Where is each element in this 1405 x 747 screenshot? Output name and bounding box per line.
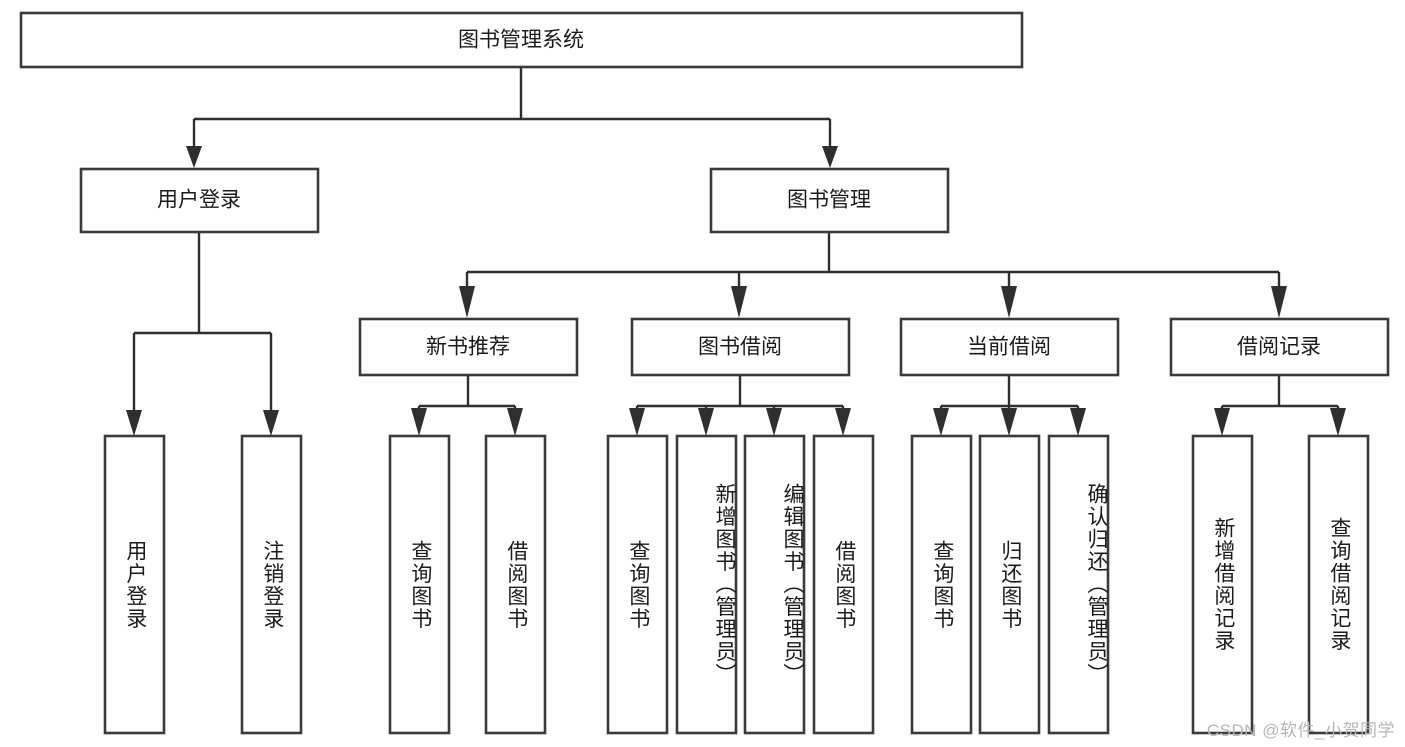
node-current-borrow[interactable]: 当前借阅 [899,317,1120,377]
arrow-head-leaf-logout-login [263,410,279,436]
node-borrow-record-label: 借阅记录 [1237,336,1321,359]
arrow-head-leaf-edit-book [766,408,782,436]
csdn-watermark: CSDN @软件_小贺同学 [1206,721,1395,740]
arrow-head-book-manage [822,146,838,168]
arrow-head-leaf-query-book-3 [933,408,949,436]
arrow-head-leaf-return-book [1001,408,1017,436]
leaf-node-layer [103,434,1370,735]
node-leaf-logout-login-box[interactable] [240,434,303,735]
node-leaf-query-record-box[interactable] [1307,434,1370,735]
node-leaf-user-login-box[interactable] [103,434,166,735]
node-user-login-box[interactable] [79,167,320,234]
node-leaf-add-record-box[interactable] [1191,434,1254,735]
node-root-box[interactable] [19,11,1024,69]
arrow-head-leaf-user-login [126,410,142,436]
connector-layer [126,67,1346,436]
node-leaf-query-book-3-box[interactable] [910,434,973,735]
arrow-head-leaf-query-book-2 [629,408,645,436]
arrow-head-book-borrow [731,286,747,318]
node-root-label: 图书管理系统 [458,29,584,52]
node-book-borrow-box[interactable] [630,317,851,377]
arrow-head-new-book-recommend [459,286,475,318]
node-user-login[interactable]: 用户登录 [79,167,320,234]
node-leaf-edit-book-box[interactable] [743,434,806,735]
node-borrow-record-box[interactable] [1169,317,1390,377]
node-book-manage-box[interactable] [709,167,950,234]
node-leaf-borrow-book-1-box[interactable] [484,434,547,735]
arrow-head-leaf-add-book [698,408,714,436]
arrow-head-leaf-query-record [1330,408,1346,436]
node-current-borrow-box[interactable] [899,317,1120,377]
arrow-head-borrow-record [1271,286,1287,318]
arrow-head-current-borrow [1001,286,1017,318]
arrow-head-leaf-query-book-1 [411,408,427,436]
arrow-head-leaf-borrow-book-2 [835,408,851,436]
node-leaf-add-book-box[interactable] [675,434,738,735]
arrow-head-leaf-add-record [1214,408,1230,436]
node-book-manage[interactable]: 图书管理 [709,167,950,234]
node-user-login-label: 用户登录 [157,189,241,212]
node-current-borrow-label: 当前借阅 [967,336,1051,359]
node-new-book-recommend[interactable]: 新书推荐 [358,317,579,377]
node-leaf-query-book-2-box[interactable] [606,434,669,735]
arrow-head-leaf-confirm-return [1070,408,1086,436]
node-root[interactable]: 图书管理系统 [19,11,1024,69]
node-new-book-recommend-box[interactable] [358,317,579,377]
node-leaf-query-book-1-box[interactable] [388,434,451,735]
node-book-manage-label: 图书管理 [787,189,871,212]
node-book-borrow-label: 图书借阅 [698,336,782,359]
node-leaf-return-book-box[interactable] [978,434,1041,735]
node-new-book-recommend-label: 新书推荐 [426,336,510,359]
node-borrow-record[interactable]: 借阅记录 [1169,317,1390,377]
arrow-head-leaf-borrow-book-1 [507,408,523,436]
node-book-borrow[interactable]: 图书借阅 [630,317,851,377]
node-leaf-confirm-return-box[interactable] [1047,434,1110,735]
node-leaf-borrow-book-2-box[interactable] [812,434,875,735]
arrow-head-user-login [186,146,202,168]
